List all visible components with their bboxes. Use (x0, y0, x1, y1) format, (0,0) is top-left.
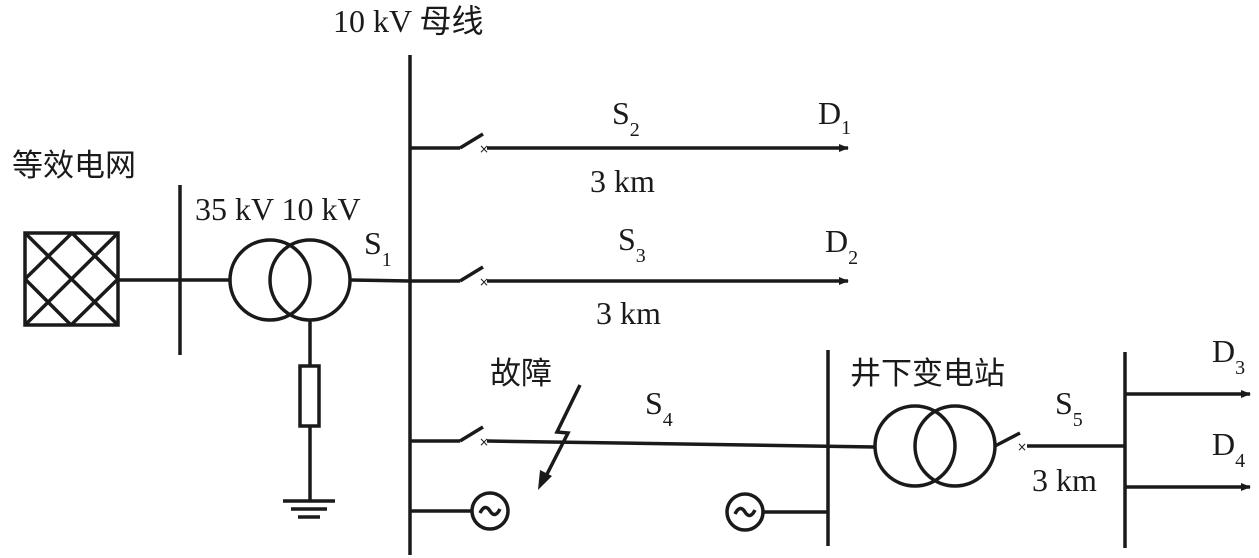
line-length-d1: 3 km (590, 163, 655, 199)
load-d2-label: D2 (825, 223, 858, 269)
feeder-d1: × (410, 132, 849, 156)
svg-text:×: × (479, 275, 489, 289)
fault-label: 故障 (490, 356, 552, 392)
line-length-d2: 3 km (596, 295, 661, 331)
switch-s3-icon (459, 265, 484, 283)
generator-icon (410, 491, 510, 531)
s1-line (349, 278, 411, 283)
switch-s4-icon (459, 425, 484, 443)
svg-text:×: × (1017, 440, 1027, 454)
load-d4-label: D4 (1212, 426, 1245, 472)
load-d1-label: D1 (818, 95, 851, 139)
svg-text:×: × (479, 142, 489, 156)
grounding-resistor-icon (298, 320, 321, 500)
generator-icon (725, 492, 828, 532)
main-transformer-icon (228, 238, 352, 322)
substation-label: 井下变电站 (850, 356, 1005, 392)
underground-transformer-icon (873, 404, 997, 488)
svg-text:×: × (479, 435, 489, 449)
fault-lightning-icon (538, 384, 582, 490)
switch-s2-label: S2 (612, 95, 640, 141)
grid-label: 等效电网 (12, 148, 136, 184)
switch-s2-icon (459, 132, 484, 150)
switch-s3-label: S3 (618, 221, 646, 267)
transformer-voltage-label: 35 kV 10 kV (195, 191, 361, 227)
feeder-d2: × (410, 265, 849, 289)
feeder-underground: × (410, 425, 876, 449)
bus-10kv-label: 10 kV 母线 (333, 3, 484, 39)
ground-icon (283, 499, 335, 519)
equivalent-grid-icon (23, 231, 120, 327)
load-d3-label: D3 (1212, 333, 1245, 379)
switch-s4-label: S4 (645, 385, 673, 431)
switch-s5-label: S5 (1055, 385, 1083, 431)
switch-s5-icon: × (994, 431, 1125, 454)
line-length-s5: 3 km (1032, 462, 1097, 498)
switch-s1-label: S1 (364, 225, 392, 271)
